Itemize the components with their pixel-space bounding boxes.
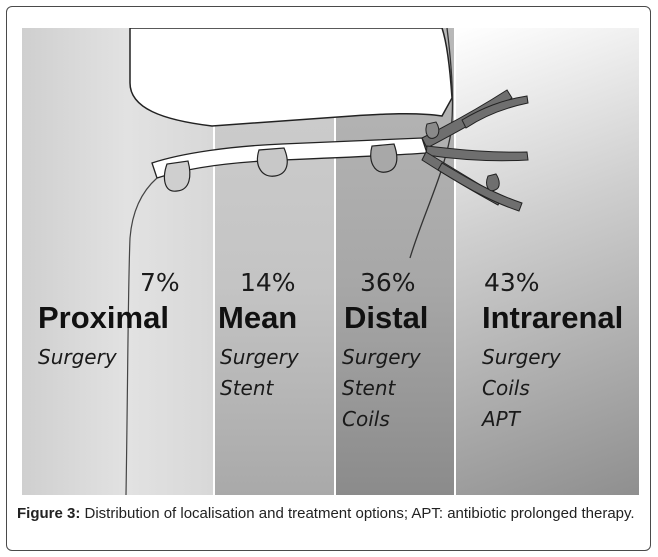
treatment-item: Stent (220, 373, 299, 404)
percent-intrarenal: 43% (484, 268, 540, 297)
aneurysm-distal (371, 144, 397, 172)
percent-mean: 14% (240, 268, 296, 297)
aneurysm-mean (257, 148, 287, 176)
label-mean: Mean (218, 300, 297, 336)
aneurysm-intrarenal-upper (426, 122, 439, 138)
aneurysm-intrarenal-lower (487, 174, 500, 191)
percent-proximal: 7% (140, 268, 180, 297)
caption-label: Figure 3: (17, 505, 80, 522)
treatments-proximal: Surgery (38, 342, 117, 373)
caption-text: Distribution of localisation and treatme… (80, 505, 634, 522)
treatment-item: Stent (342, 373, 421, 404)
treatment-item: APT (482, 404, 561, 435)
treatment-item: Coils (342, 404, 421, 435)
treatment-item: Coils (482, 373, 561, 404)
label-distal: Distal (344, 300, 428, 336)
treatments-distal: Surgery Stent Coils (342, 342, 421, 435)
aorta-shape (130, 28, 452, 126)
treatment-item: Surgery (482, 342, 561, 373)
label-intrarenal: Intrarenal (482, 300, 623, 336)
branch-middle (426, 146, 528, 161)
treatments-mean: Surgery Stent (220, 342, 299, 404)
branch-bottom (438, 163, 522, 211)
aneurysm-proximal (164, 161, 189, 191)
label-proximal: Proximal (38, 300, 169, 336)
treatment-item: Surgery (220, 342, 299, 373)
percent-distal: 36% (360, 268, 416, 297)
treatment-item: Surgery (38, 342, 117, 373)
figure-caption: Figure 3: Distribution of localisation a… (17, 505, 643, 523)
figure-illustration: 7% Proximal Surgery 14% Mean Surgery Ste… (22, 28, 639, 495)
treatment-item: Surgery (342, 342, 421, 373)
vessel-wall-left (126, 178, 157, 495)
treatments-intrarenal: Surgery Coils APT (482, 342, 561, 435)
